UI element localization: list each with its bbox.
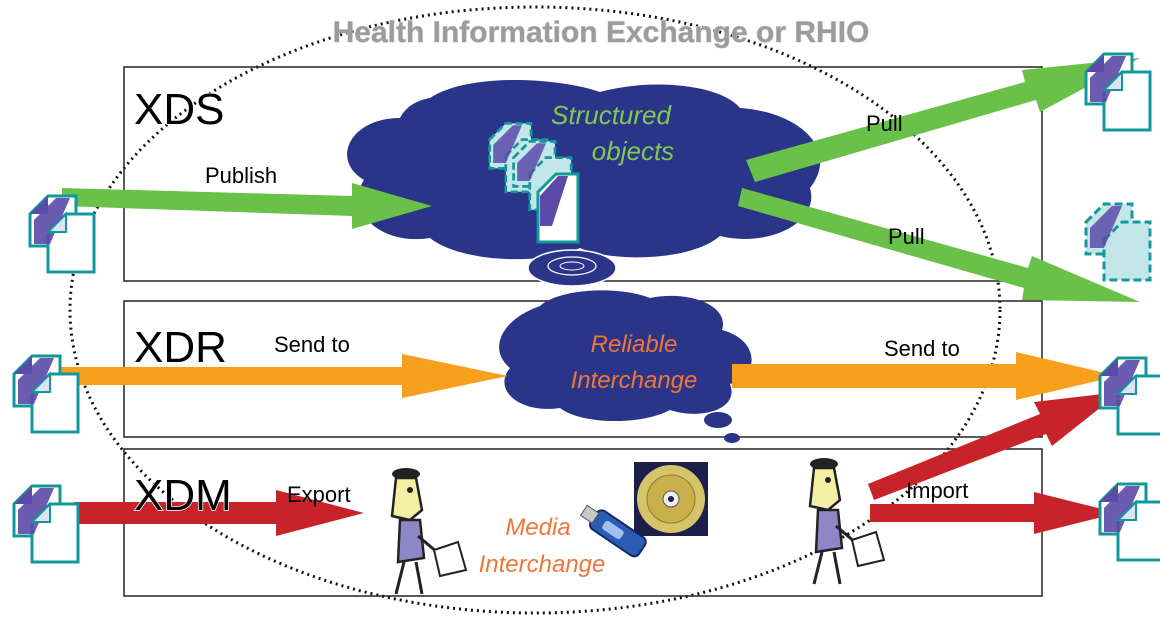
xdr-label: XDR <box>134 323 227 372</box>
publish-label: Publish <box>205 163 277 188</box>
document-stack-icon <box>12 484 80 564</box>
document-stack-icon <box>1098 356 1160 436</box>
reliable-line2: Interchange <box>571 367 698 394</box>
document-stack-icon <box>1084 52 1152 132</box>
pull-arrow-upper <box>746 58 1140 182</box>
person-icon-export <box>390 466 468 596</box>
export-arrow <box>74 490 364 536</box>
cloud-icon <box>347 80 821 287</box>
cd-disc-icon <box>634 462 708 536</box>
pull-label-upper: Pull <box>866 111 903 136</box>
send-label-left: Send to <box>274 332 350 357</box>
import-label: Import <box>906 478 968 503</box>
export-label: Export <box>287 482 351 507</box>
publish-arrow <box>62 183 432 229</box>
pull-arrow-lower <box>738 188 1140 302</box>
xds-label: XDS <box>134 85 224 134</box>
document-pale-icon <box>1084 202 1152 282</box>
usb-drive-icon <box>579 504 647 558</box>
import-arrow-right <box>870 492 1118 534</box>
media-line2: Interchange <box>479 551 606 578</box>
import-arrow-up <box>868 392 1120 500</box>
page-title: Health Information Exchange or RHIO <box>333 16 870 49</box>
send-label-right: Send to <box>884 336 960 361</box>
xdm-label: XDM <box>134 471 232 520</box>
document-stack-icon <box>1098 482 1160 562</box>
structured-docs-icon <box>488 122 580 244</box>
structured-line1: Structured <box>551 100 672 130</box>
media-line1: Media <box>505 514 570 541</box>
reliable-line1: Reliable <box>591 331 678 358</box>
hie-boundary <box>68 5 1002 615</box>
document-stack-icon <box>28 194 96 274</box>
pull-label-lower: Pull <box>888 224 925 249</box>
thought-cloud-icon <box>499 290 752 443</box>
structured-line2: objects <box>592 136 674 166</box>
send-arrow-left <box>60 354 508 398</box>
send-arrow-right <box>732 352 1118 400</box>
